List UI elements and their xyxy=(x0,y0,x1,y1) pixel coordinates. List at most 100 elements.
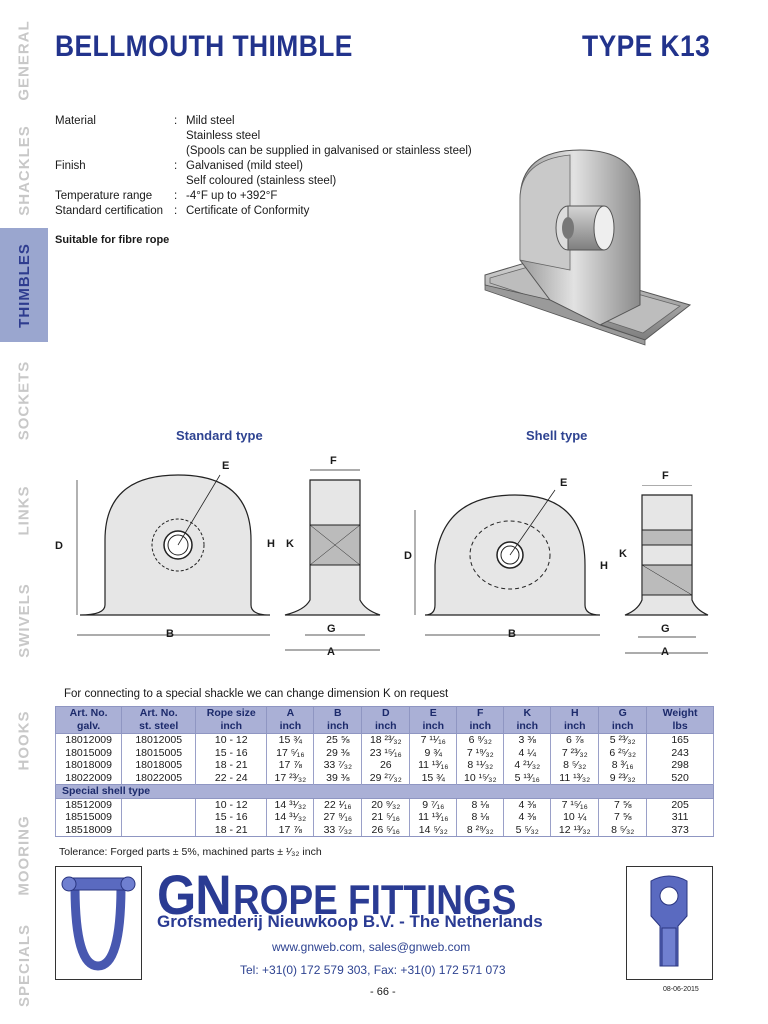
tab-label: SOCKETS xyxy=(15,360,33,440)
table-cell: 18515009 xyxy=(54,811,123,824)
tab-sockets[interactable]: SOCKETS xyxy=(0,350,48,450)
tab-mooring[interactable]: MOORING xyxy=(0,800,48,910)
table-cell: 10 - 12 xyxy=(195,798,268,811)
table-cell: 29 ⅜ xyxy=(313,746,363,759)
product-illustration xyxy=(484,149,692,346)
table-cell: 11 ¹³⁄₁₆ xyxy=(409,811,458,824)
table-cell: 10 - 12 xyxy=(195,733,268,747)
spec-value: Stainless steel xyxy=(186,130,261,142)
table-cell: 5 ¹³⁄₁₆ xyxy=(503,771,552,785)
spec-value: Mild steel xyxy=(186,115,235,127)
tab-label: SHACKLES xyxy=(15,124,33,216)
spec-colon: : xyxy=(174,205,178,217)
socket-image xyxy=(626,866,713,980)
shackle-image xyxy=(55,866,142,980)
table-cell: 17 ⅞ xyxy=(266,759,315,772)
tab-shackles[interactable]: SHACKLES xyxy=(0,120,48,220)
table-cell: 8 ¹¹⁄₃₂ xyxy=(456,759,505,772)
dim-label-e: E xyxy=(222,460,230,472)
usage-note: Suitable for fibre rope xyxy=(55,234,170,246)
table-cell: 8 ⅛ xyxy=(456,811,505,824)
table-cell: 26 ⁵⁄₁₆ xyxy=(361,823,411,837)
table-cell: 520 xyxy=(646,771,714,785)
col-header: Art. No.galv. xyxy=(54,706,123,734)
spec-colon: : xyxy=(174,115,178,127)
table-cell: 17 ⅞ xyxy=(266,823,315,837)
table-cell: 8 ²⁹⁄₃₂ xyxy=(456,823,505,837)
table-cell: 15 - 16 xyxy=(195,811,268,824)
table-cell: 11 ¹³⁄₁₆ xyxy=(409,759,458,772)
table-cell: 33 ⁷⁄₃₂ xyxy=(313,823,363,837)
dim-label-d: D xyxy=(404,550,412,562)
table-cell: 22 - 24 xyxy=(195,771,268,785)
tab-specials[interactable]: SPECIALS xyxy=(0,915,48,1015)
shell-side-drawing xyxy=(624,485,709,654)
print-date: 08-06-2015 xyxy=(663,986,699,993)
table-cell: 26 xyxy=(361,759,411,772)
group-row: Special shell type xyxy=(55,784,714,799)
table-cell: 7 ¹⁵⁄₁₆ xyxy=(550,798,600,811)
table-cell: 373 xyxy=(646,823,714,837)
dim-label-a: A xyxy=(327,646,335,658)
tab-hooks[interactable]: HOOKS xyxy=(0,690,48,790)
dim-label-f: F xyxy=(330,455,337,467)
tab-general[interactable]: GENERAL xyxy=(0,10,48,110)
table-cell: 7 ⅝ xyxy=(598,811,648,824)
table-cell: 8 ⅛ xyxy=(456,798,505,811)
spec-label: Standard certification xyxy=(55,205,164,217)
table-cell: 7 ¹¹⁄₁₆ xyxy=(409,733,458,747)
page-number: - 66 - xyxy=(370,986,396,998)
dimensions-table: Art. No.galv. Art. No.st. steel Rope siz… xyxy=(54,706,714,837)
tab-label: SWIVELS xyxy=(15,582,33,658)
dim-label-g: G xyxy=(327,623,336,635)
table-cell: 14 ⁵⁄₃₂ xyxy=(409,823,458,837)
spec-value: Galvanised (mild steel) xyxy=(186,160,303,172)
table-cell: 21 ⁵⁄₁₆ xyxy=(361,811,411,824)
table-cell: 18022009 xyxy=(54,771,123,785)
spec-value: (Spools can be supplied in galvanised or… xyxy=(186,145,472,157)
tab-label: LINKS xyxy=(15,485,33,535)
spec-label: Finish xyxy=(55,160,86,172)
table-cell: 10 ¼ xyxy=(550,811,600,824)
table-cell: 14 ³¹⁄₃₂ xyxy=(266,798,315,811)
table-cell: 15 ¾ xyxy=(266,733,315,747)
spec-value: Certificate of Conformity xyxy=(186,205,310,217)
table-cell: 4 ²¹⁄₃₂ xyxy=(503,759,552,772)
table-cell: 9 ²³⁄₃₂ xyxy=(598,771,648,785)
tab-thimbles[interactable]: THIMBLES xyxy=(0,228,48,342)
table-cell: 4 ¼ xyxy=(503,746,552,759)
tab-label: MOORING xyxy=(15,814,33,896)
table-cell: 205 xyxy=(646,798,714,811)
table-cell: 6 ⁹⁄₃₂ xyxy=(456,733,505,747)
web-contact[interactable]: www.gnweb.com, sales@gnweb.com xyxy=(272,940,471,954)
table-cell: 7 ⅝ xyxy=(598,798,648,811)
table-cell: 14 ³¹⁄₃₂ xyxy=(266,811,315,824)
spec-label: Temperature range xyxy=(55,190,153,202)
tab-swivels[interactable]: SWIVELS xyxy=(0,570,48,670)
standard-type-heading: Standard type xyxy=(176,428,263,443)
tolerance-note: Tolerance: Forged parts ± 5%, machined p… xyxy=(59,846,322,858)
dim-label-f: F xyxy=(662,470,669,482)
page-title: BELLMOUTH THIMBLE xyxy=(55,30,353,63)
dim-label-d: D xyxy=(55,540,63,552)
table-cell: 22 ¹⁄₁₆ xyxy=(313,798,363,811)
col-header: Art. No.st. steel xyxy=(121,706,197,734)
table-cell: 7 ²³⁄₃₂ xyxy=(550,746,600,759)
dim-label-b: B xyxy=(508,628,516,640)
tab-links[interactable]: LINKS xyxy=(0,460,48,560)
tab-label: HOOKS xyxy=(15,709,33,771)
table-cell: 18018009 xyxy=(54,759,123,772)
standard-side-drawing xyxy=(284,469,381,651)
table-cell: 10 ¹⁵⁄₃₂ xyxy=(456,771,505,785)
table-cell: 18015009 xyxy=(54,746,123,759)
standard-front-drawing xyxy=(76,474,271,636)
